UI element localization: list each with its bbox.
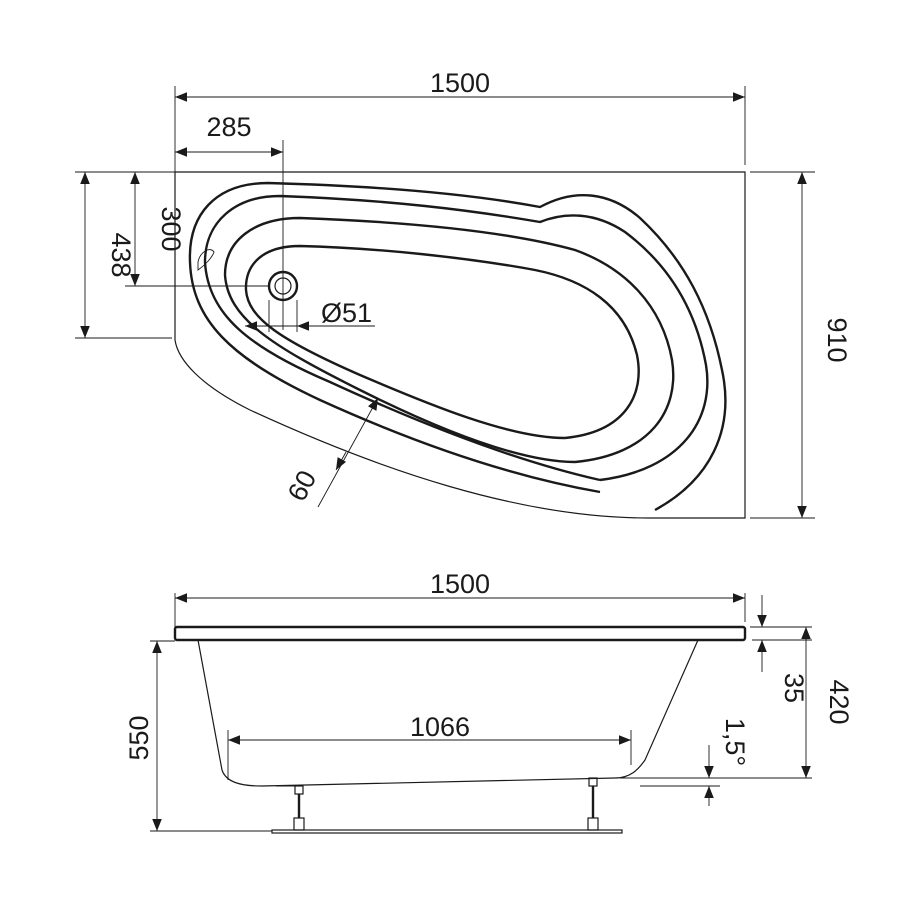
- dim-side-height: 550: [124, 715, 154, 760]
- dim-drain-x: 285: [206, 112, 251, 142]
- basin-outer-contour: [223, 216, 675, 464]
- overflow-slot: [197, 249, 215, 271]
- tub-rim-side: [173, 625, 747, 642]
- floor-plate: [271, 829, 623, 834]
- tub-outline-top: [174, 171, 746, 519]
- support-leg-right: [587, 777, 599, 831]
- dim-bottom-length: 1066: [410, 712, 470, 742]
- dim-drain-y: 300: [156, 206, 186, 251]
- basin-inner-contour: [244, 244, 640, 440]
- dim-top-width: 910: [822, 317, 852, 362]
- dim-line-rim: [317, 397, 379, 508]
- rim-middle-contour: [203, 194, 709, 482]
- dim-side-length: 1500: [430, 569, 490, 599]
- rim-outer-contour: [188, 181, 727, 512]
- dim-drain-diameter: Ø51: [321, 298, 372, 328]
- dim-narrow-width: 438: [106, 232, 136, 277]
- dim-tub-height: 420: [824, 679, 854, 724]
- dim-rim-thickness: 35: [779, 673, 809, 703]
- tub-body-side: [197, 639, 699, 787]
- dim-bottom-slope: 1,5°: [720, 718, 750, 766]
- dim-rim-angle: 60: [282, 465, 323, 506]
- top-view: 1500 285 438 300 910 Ø51 60: [75, 68, 852, 519]
- support-leg-left: [276, 785, 305, 831]
- dim-top-length: 1500: [430, 68, 490, 98]
- side-view: 1500 550 1066 35 420 1,5°: [124, 569, 854, 834]
